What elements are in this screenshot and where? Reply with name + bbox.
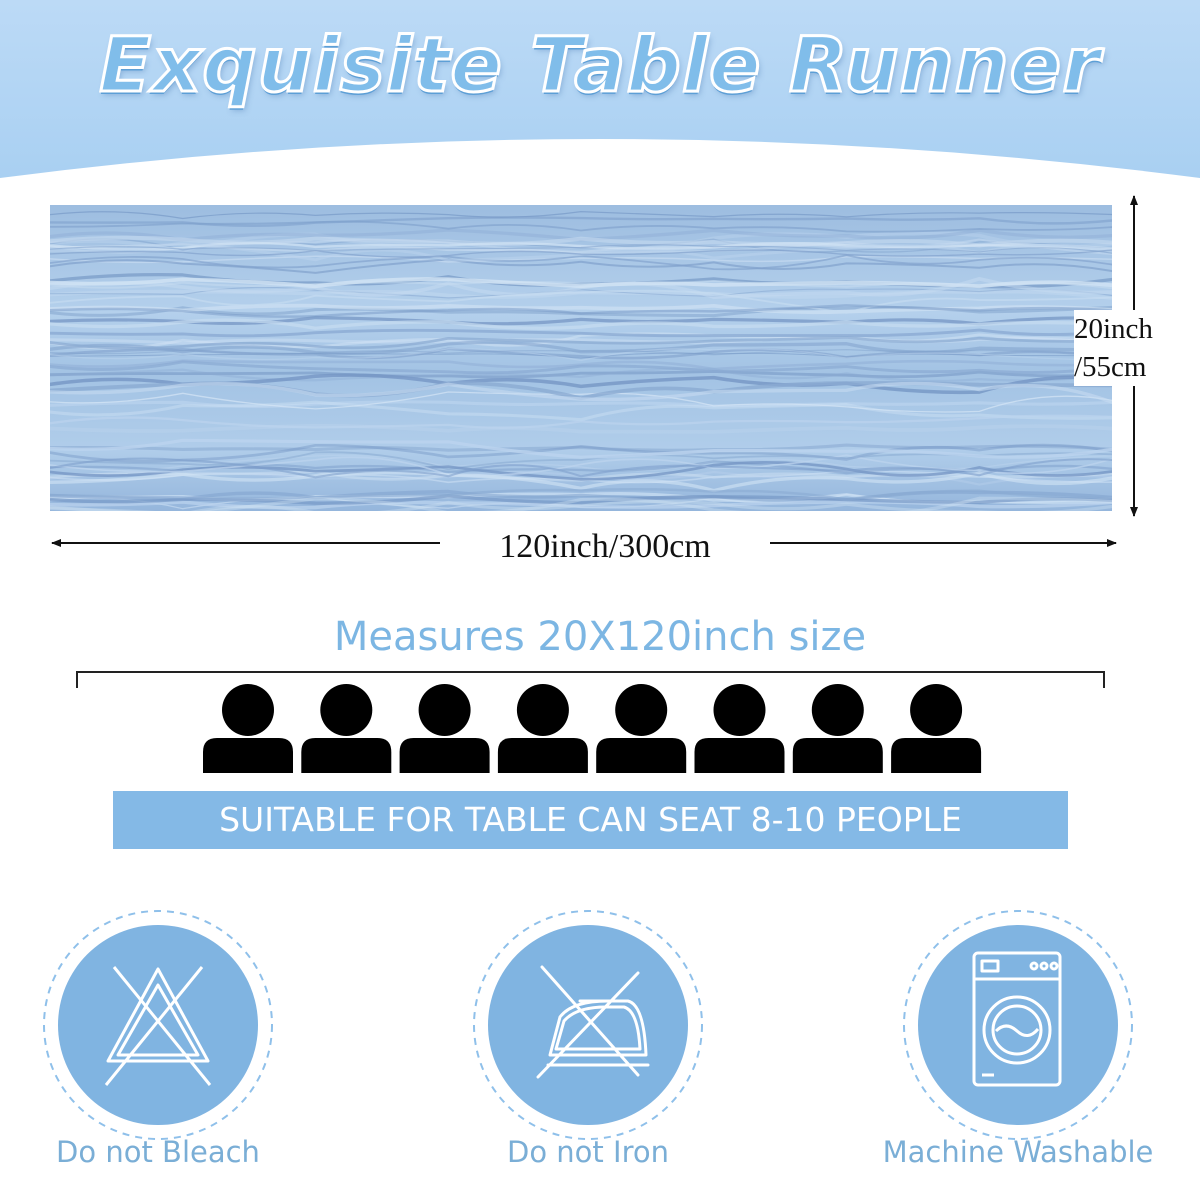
width-label-line1: 20inch [1074,313,1153,345]
width-label-line2: /55cm [1074,351,1147,383]
person-icon [694,684,785,773]
suitable-text: SUITABLE FOR TABLE CAN SEAT 8-10 PEOPLE [219,800,962,839]
person-icon [497,684,588,773]
page-title: Exquisite Table Runner [98,19,1101,111]
no-bleach-icon [43,910,273,1140]
suitable-banner [113,791,1068,849]
width-label: 20inch /55cm [1074,310,1194,386]
care-label-bleach: Do not Bleach [56,1135,260,1169]
seating-bracket [76,671,1105,688]
person-icon [596,684,687,773]
length-label: 120inch/300cm [440,528,770,566]
table-runner-image [50,205,1112,511]
care-label-iron: Do not Iron [507,1135,669,1169]
measures-title: Measures 20X120inch size [333,614,867,660]
person-icon [891,684,982,773]
person-icon [792,684,883,773]
washing-machine-icon [903,910,1133,1140]
care-label-washable: Machine Washable [882,1135,1154,1169]
person-icon [203,684,293,773]
header-banner [0,0,1200,178]
no-iron-icon [473,910,703,1140]
person-icon [301,684,392,773]
person-icon [399,684,490,773]
